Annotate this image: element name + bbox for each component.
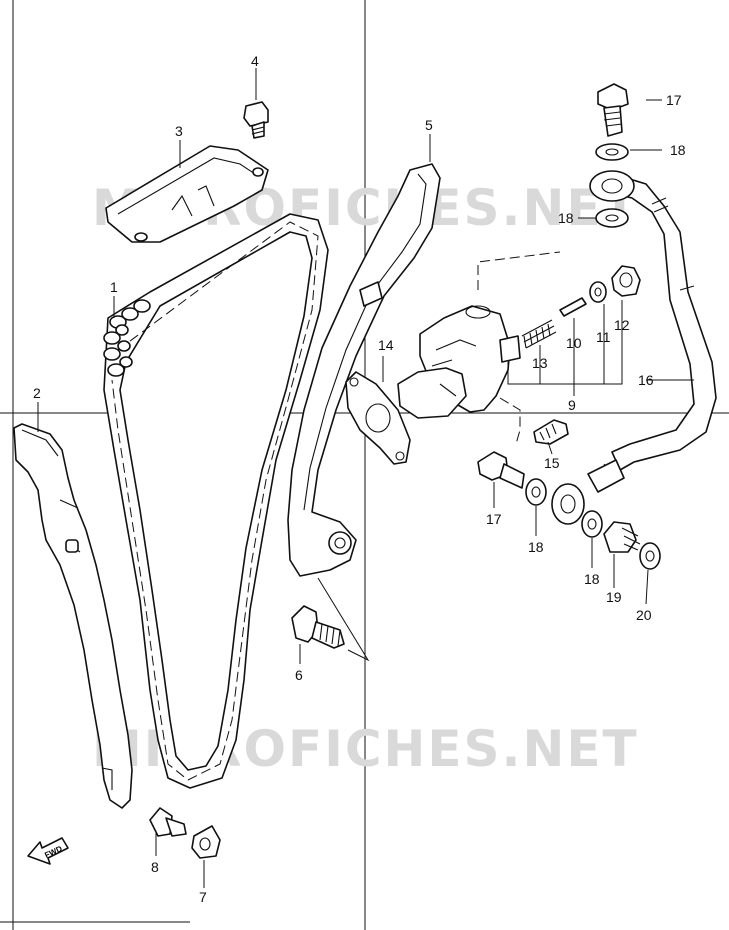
part-18-washer-d [581,510,603,538]
callout-8: 8 [151,859,159,875]
part-19-fitting [603,521,641,553]
callout-20: 20 [636,607,652,623]
part-7-washer [191,825,221,859]
callout-7: 7 [199,889,207,905]
part-20-washer [639,542,661,570]
part-13-spring [521,319,557,349]
callout-13: 13 [532,355,548,371]
callout-19: 19 [606,589,622,605]
callout-15: 15 [544,455,560,471]
callout-labels: 4 3 1 2 5 6 7 8 14 17 18 18 13 10 11 12 … [33,53,686,905]
chain-link-cluster [103,299,151,377]
part-11-washer [589,281,607,303]
callout-17-top: 17 [666,92,682,108]
part-2-guide-rail [13,423,133,809]
callout-11: 11 [596,329,611,345]
part-18-washer-b [595,208,629,228]
part-10-pushrod [559,297,587,317]
part-3-chain-guide [105,145,269,243]
part-17-union-bolt-top [597,83,629,137]
part-9-tensioner-body [397,305,521,419]
part-5-tensioner-arm [287,163,441,577]
callout-5: 5 [425,117,433,133]
callout-1: 1 [110,279,118,295]
callout-14: 14 [378,337,394,353]
part-14-gasket [345,371,411,465]
callout-2: 2 [33,385,41,401]
callout-18-d: 18 [584,571,600,587]
callout-3: 3 [175,123,183,139]
part-16-oil-hose [551,170,717,525]
part-12-cap-bolt [611,265,641,297]
part-4-bolt [243,101,269,139]
fwd-arrow: FWD [27,837,69,865]
part-15-bolt [533,419,569,445]
part-6-pivot-bolt [291,577,370,662]
callout-6: 6 [295,667,303,683]
callout-18-mid: 18 [558,210,574,226]
callout-10: 10 [566,335,582,351]
callout-12: 12 [614,317,630,333]
part-18-washer-a [595,143,629,161]
part-8-bolt [149,807,187,837]
callout-4: 4 [251,53,259,69]
callout-18-c: 18 [528,539,544,555]
callout-16: 16 [638,372,654,388]
callout-17-bottom: 17 [486,511,502,527]
part-17-union-bolt-bottom [477,451,525,489]
callout-9: 9 [568,397,576,413]
callout-18-top: 18 [670,142,686,158]
part-1-cam-chain [103,213,329,789]
leader-lines [37,68,694,888]
part-18-washer-c [525,478,547,506]
